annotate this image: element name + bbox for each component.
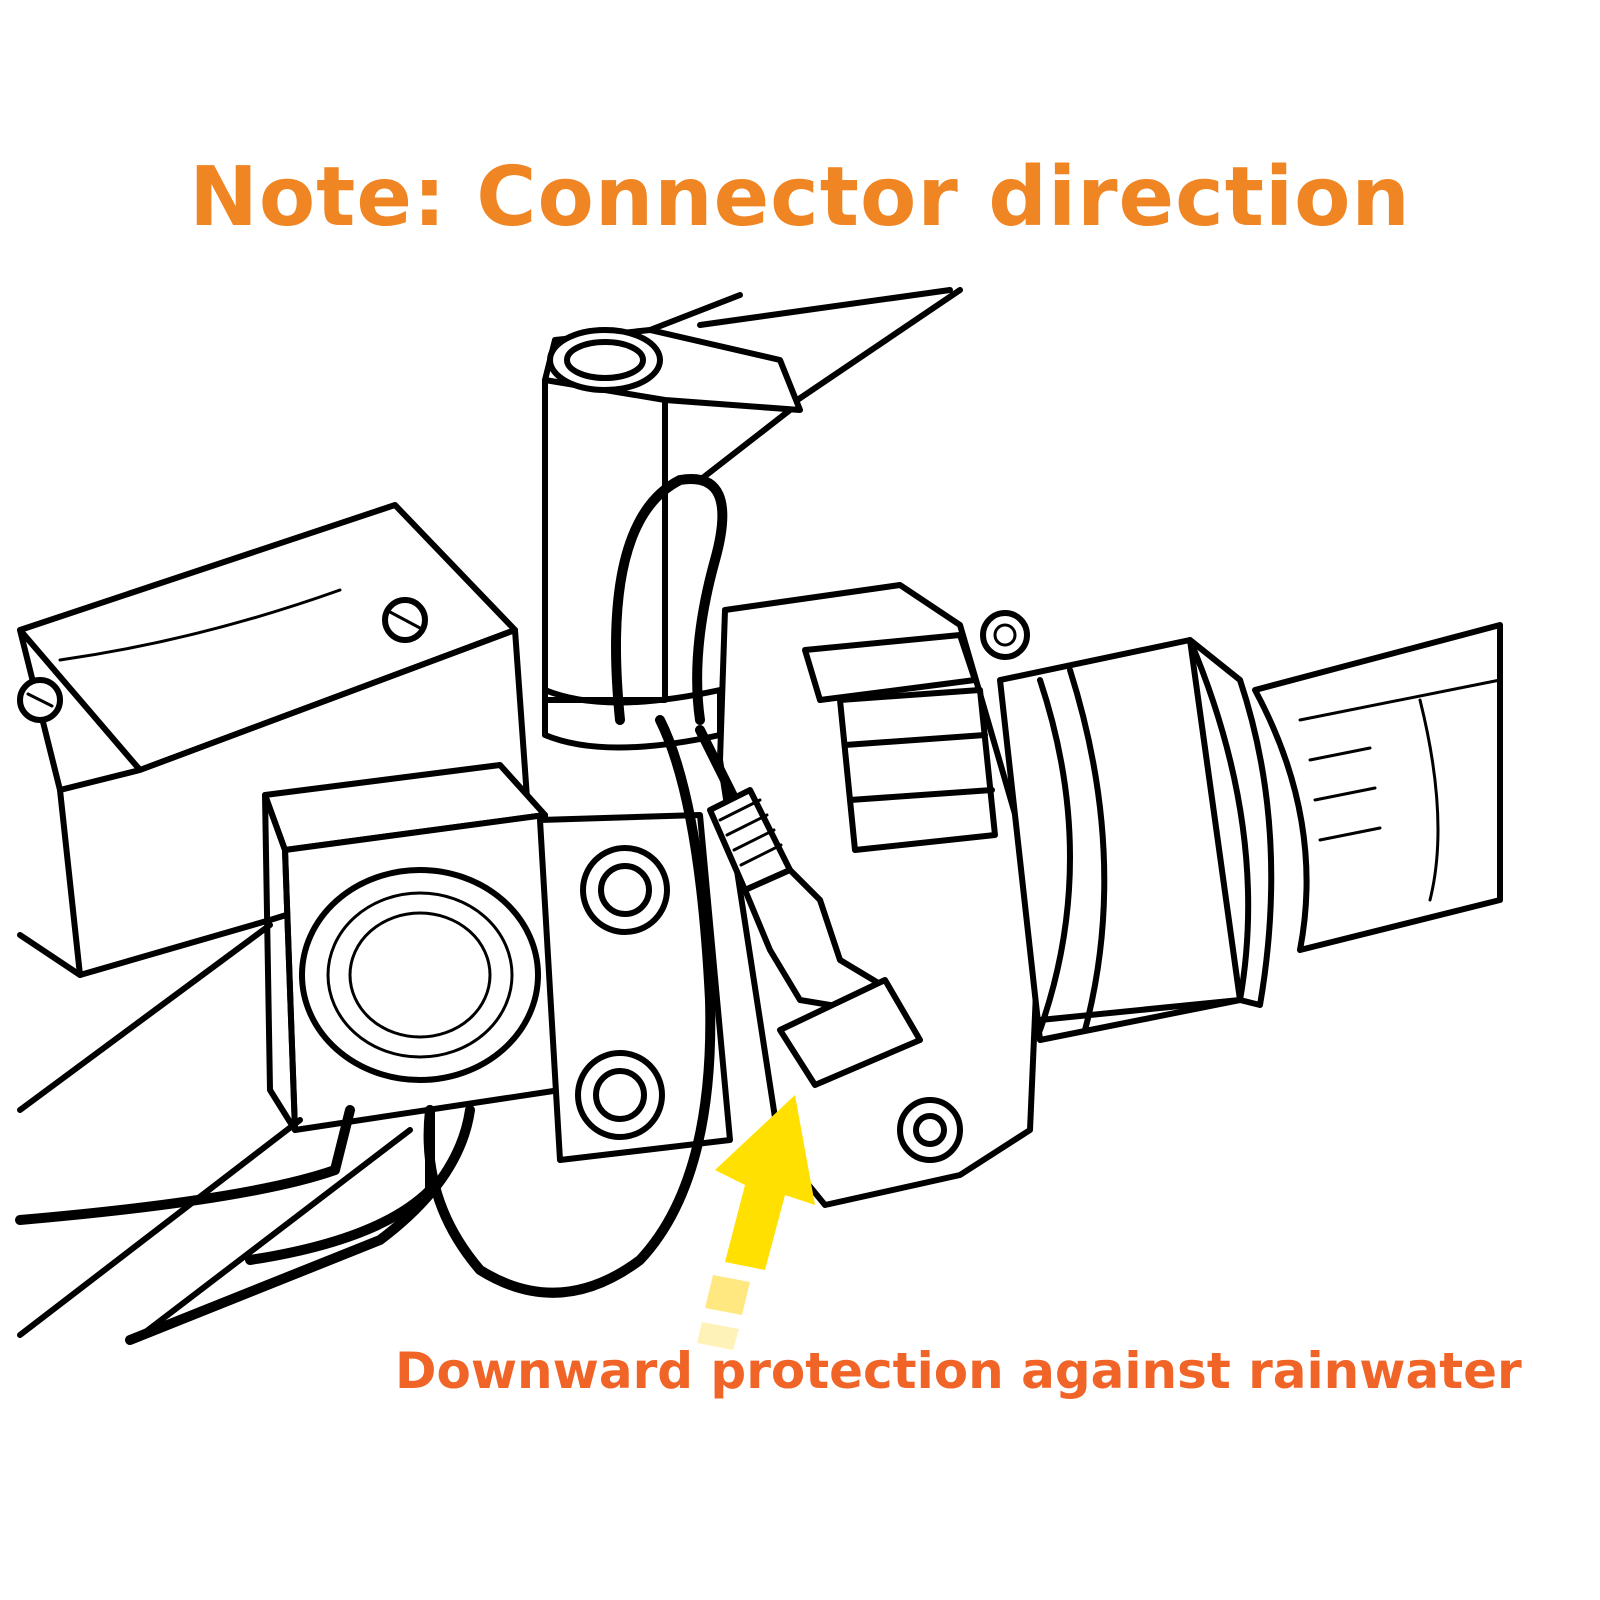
lever-lines <box>17 922 1243 1343</box>
cable-connector <box>707 787 923 1088</box>
frame-tube <box>647 287 963 483</box>
throttle-grip <box>997 622 1503 1043</box>
handlebar-clamp <box>537 812 733 1163</box>
master-cylinder <box>262 762 563 1133</box>
handlebar-riser <box>542 327 803 751</box>
diagram-title: Note: Connector direction <box>189 150 1411 245</box>
up-arrow-icon <box>697 1095 815 1350</box>
cables <box>15 474 740 1345</box>
rainwater-caption: Downward protection against rainwater <box>395 1342 1522 1400</box>
